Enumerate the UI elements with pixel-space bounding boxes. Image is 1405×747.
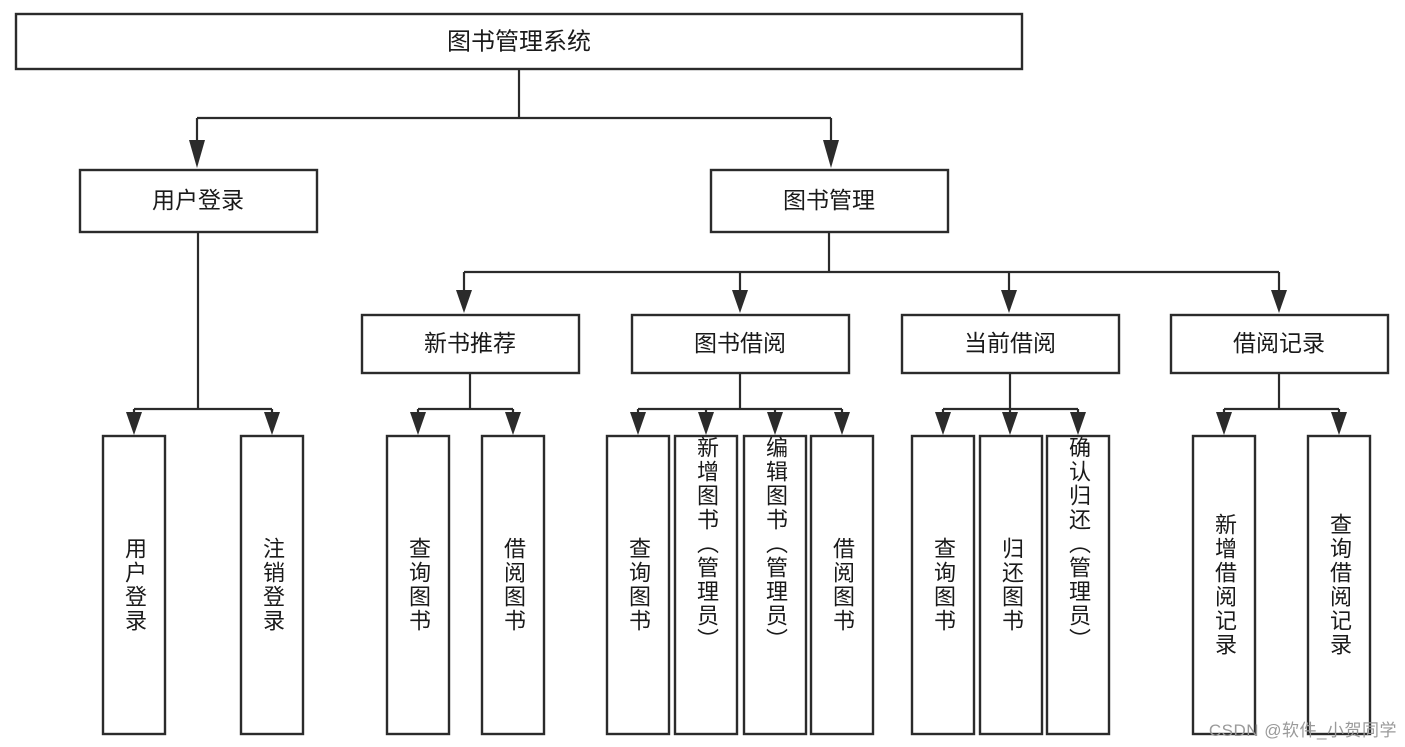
arrow-head-cb-confirm — [1070, 412, 1086, 435]
arrow-head-book-mgmt — [823, 140, 839, 168]
arrow-head-bb-borrow — [834, 412, 850, 435]
node-root-label: 图书管理系统 — [447, 28, 591, 55]
arrow-head-bb-add — [698, 412, 714, 435]
node-leaf-br-add-record[interactable] — [1191, 434, 1257, 736]
node-leaf-user-login[interactable] — [101, 434, 167, 736]
node-leaf-cb-confirm-return[interactable] — [1045, 434, 1111, 736]
node-new-book-recommend[interactable] — [360, 313, 581, 375]
arrow-head-borrow-record — [1271, 290, 1287, 313]
node-current-borrow[interactable] — [900, 313, 1121, 375]
arrow-head-cb-query — [935, 412, 951, 435]
node-current-borrow-label: 当前借阅 — [964, 330, 1056, 356]
arrow-head-cb-return — [1002, 412, 1018, 435]
arrow-head-new-book — [456, 290, 472, 313]
arrow-head-current-borrow — [1001, 290, 1017, 313]
connector-group-borrow-record-to-leaves — [1216, 374, 1347, 435]
node-leaf-bb-edit-book[interactable] — [742, 434, 808, 736]
connector-group-root-to-level2 — [189, 70, 839, 168]
node-book-borrow[interactable] — [630, 313, 851, 375]
node-leaf-br-query-record[interactable] — [1306, 434, 1372, 736]
arrow-head-nb-query — [410, 412, 426, 435]
arrow-head-bb-query — [630, 412, 646, 435]
node-leaf-cb-query-book[interactable] — [910, 434, 976, 736]
node-leaf-bb-borrow-book[interactable] — [809, 434, 875, 736]
arrow-head-bb-edit — [767, 412, 783, 435]
arrow-head-br-query — [1331, 412, 1347, 435]
arrow-head-book-borrow — [732, 290, 748, 313]
connector-group-new-book-to-leaves — [410, 374, 521, 435]
connector-group-current-borrow-to-leaves — [935, 374, 1086, 435]
node-leaf-nb-query-book[interactable] — [385, 434, 451, 736]
connector-group-book-borrow-to-leaves — [630, 374, 850, 435]
node-root-book-management-system[interactable] — [14, 12, 1024, 71]
arrow-head-nb-borrow — [505, 412, 521, 435]
arrow-head-leaf-logout — [264, 412, 280, 435]
connector-group-book-mgmt-to-level3 — [456, 233, 1287, 313]
node-leaf-cb-return-book[interactable] — [978, 434, 1044, 736]
node-book-management-label: 图书管理 — [783, 187, 875, 213]
node-leaf-nb-borrow-book[interactable] — [480, 434, 546, 736]
node-book-borrow-label: 图书借阅 — [694, 330, 786, 356]
node-leaf-bb-query-book[interactable] — [605, 434, 671, 736]
node-leaf-logout[interactable] — [239, 434, 305, 736]
arrow-head-br-add — [1216, 412, 1232, 435]
node-new-book-recommend-label: 新书推荐 — [424, 330, 516, 356]
csdn-watermark: CSDN @软件_小贺同学 — [1208, 721, 1397, 740]
node-book-management[interactable] — [709, 168, 950, 234]
node-user-login-label: 用户登录 — [152, 187, 244, 213]
node-borrow-record[interactable] — [1169, 313, 1390, 375]
node-user-login[interactable] — [78, 168, 319, 234]
arrow-head-leaf-user-login — [126, 412, 142, 435]
connector-group-user-login-to-leaves — [126, 233, 280, 435]
arrow-head-user-login — [189, 140, 205, 168]
node-borrow-record-label: 借阅记录 — [1233, 330, 1325, 356]
node-leaf-bb-add-book[interactable] — [673, 434, 739, 736]
